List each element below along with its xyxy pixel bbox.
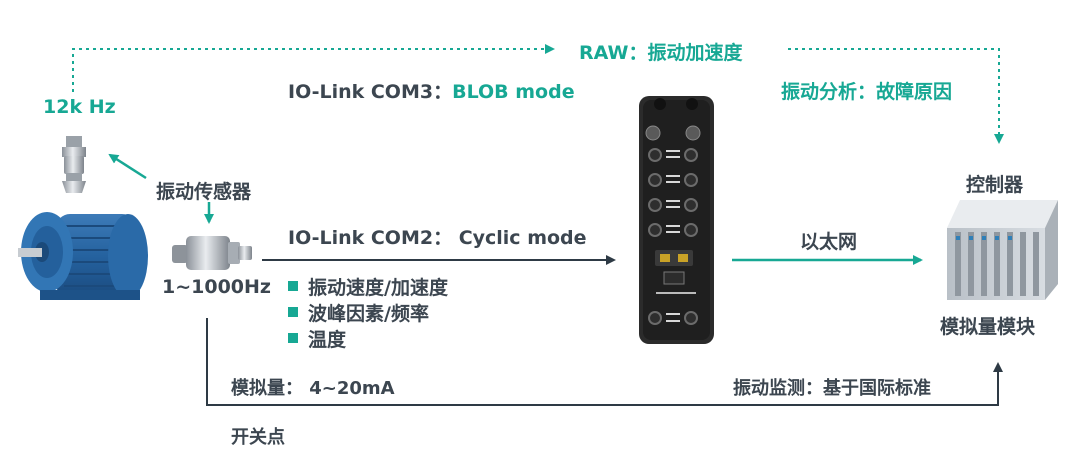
raw-label: RAW：振动加速度 bbox=[579, 42, 743, 64]
com3-prefix: IO-Link COM3： bbox=[288, 81, 453, 103]
sensor-pointer-arrow bbox=[108, 153, 147, 180]
analog-label: 模拟量： 4~20mA bbox=[231, 378, 395, 399]
accelerometer-sensor-icon bbox=[62, 136, 86, 193]
bullet-marker bbox=[288, 281, 298, 291]
switch-point-label: 开关点 bbox=[231, 427, 285, 448]
list-item-label: 温度 bbox=[308, 328, 347, 351]
list-item: 波峰因素/频率 bbox=[288, 299, 448, 325]
controller-label: 控制器 bbox=[966, 174, 1024, 196]
parameter-list: 振动速度/加速度 波峰因素/频率 温度 bbox=[288, 273, 448, 351]
vibration-sensor-icon bbox=[172, 236, 252, 270]
freq-high-label: 12k Hz bbox=[43, 96, 116, 118]
raw-data-connector bbox=[72, 44, 555, 92]
bullet-marker bbox=[288, 333, 298, 343]
analog-connector bbox=[206, 318, 1003, 406]
analysis-label: 振动分析：故障原因 bbox=[781, 81, 953, 103]
ethernet-label: 以太网 bbox=[800, 231, 858, 253]
freq-range-label: 1~1000Hz bbox=[162, 276, 271, 298]
electric-motor-icon bbox=[18, 212, 148, 300]
analysis-connector bbox=[788, 48, 1004, 144]
list-item-label: 振动速度/加速度 bbox=[308, 276, 448, 299]
com3-label: IO-Link COM3：BLOB mode bbox=[288, 77, 575, 104]
list-item-label: 波峰因素/频率 bbox=[308, 302, 429, 325]
plc-rack-icon bbox=[947, 200, 1058, 300]
list-item: 振动速度/加速度 bbox=[288, 273, 448, 299]
com2-label: IO-Link COM2： Cyclic mode bbox=[288, 227, 587, 249]
monitoring-label: 振动监测：基于国际标准 bbox=[733, 378, 931, 399]
com3-mode: BLOB mode bbox=[452, 81, 575, 103]
analog-module-label: 模拟量模块 bbox=[940, 316, 1036, 338]
bullet-marker bbox=[288, 307, 298, 317]
list-item: 温度 bbox=[288, 325, 448, 351]
sensor-label: 振动传感器 bbox=[156, 181, 252, 203]
io-link-master-icon bbox=[639, 96, 714, 344]
